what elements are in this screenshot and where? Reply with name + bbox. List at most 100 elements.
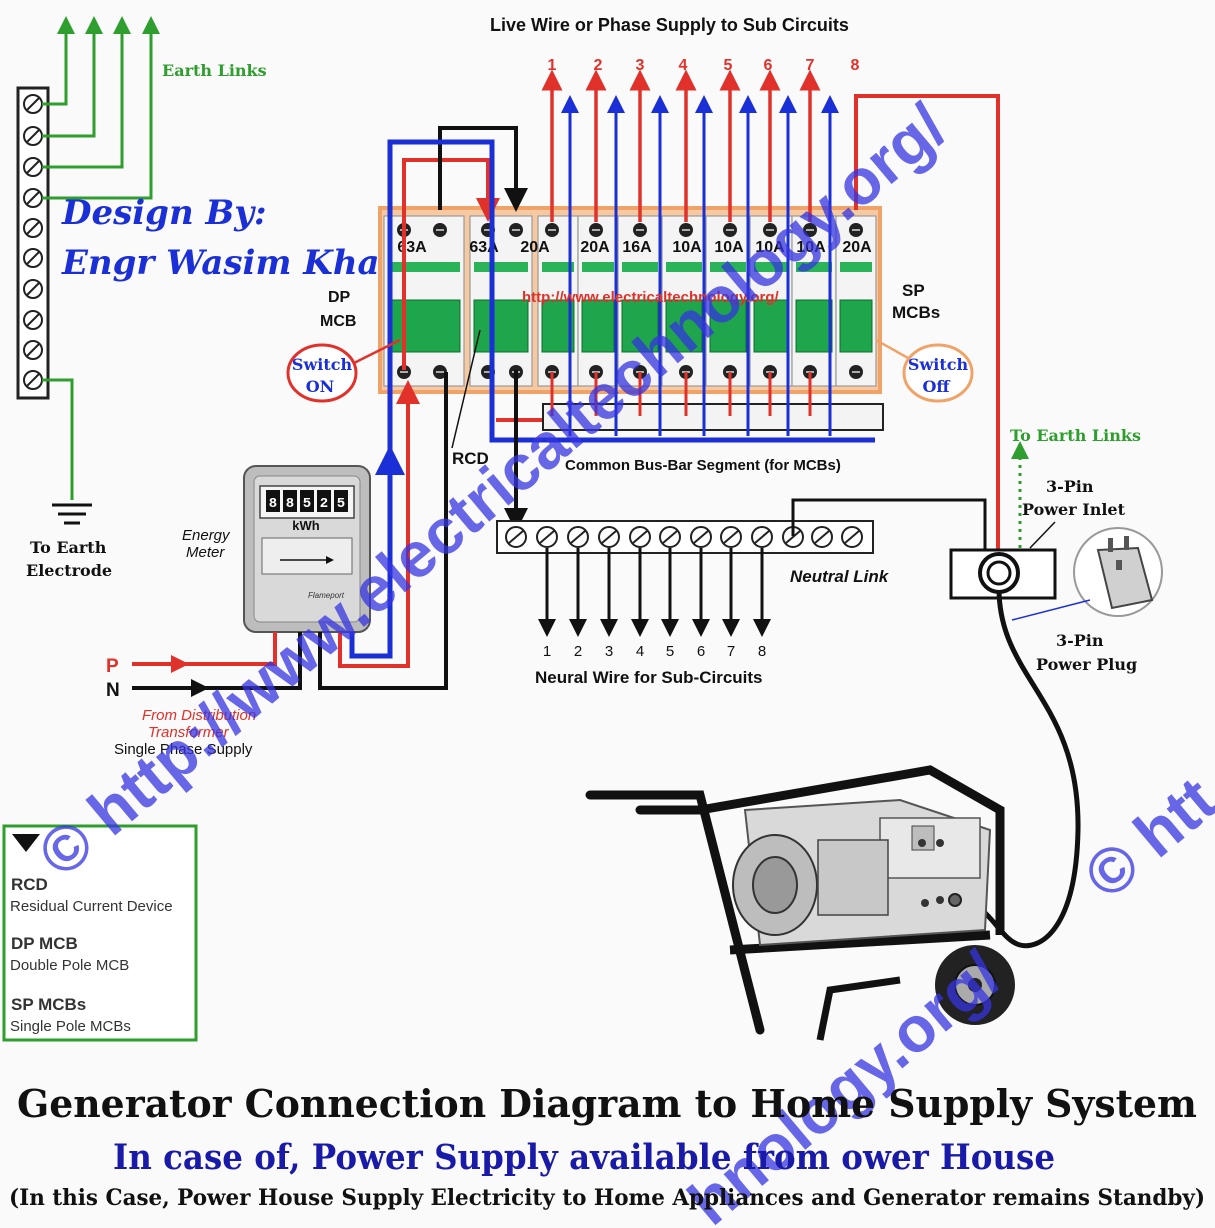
- meter-digit-cell: [317, 490, 331, 512]
- breaker-rating-label: 10A: [672, 239, 702, 256]
- inlet-line1: 3-Pin: [1046, 477, 1094, 496]
- breaker-rating-label: 10A: [796, 239, 826, 256]
- energy-meter-label: Energy Meter: [182, 527, 234, 561]
- neutral-sub-circuits-label: Neural Wire for Sub-Circuits: [535, 668, 763, 687]
- breaker-rating-label: 20A: [580, 239, 610, 256]
- meter-unit: kWh: [292, 518, 320, 533]
- to-earth-line2: Electrode: [26, 561, 112, 580]
- circuit-number-label: 1: [548, 57, 557, 74]
- design-by-label: Design By:: [61, 193, 267, 233]
- neutral-circuit-number: 5: [666, 643, 674, 660]
- neutral-circuit-number: 7: [727, 643, 735, 660]
- plug-line2: Power Plug: [1036, 655, 1137, 674]
- earth-links-label: Earth Links: [162, 61, 267, 80]
- meter-digit-cell: [334, 490, 348, 512]
- earth-link-wires: [42, 16, 160, 500]
- url-red-label: http://www.electricaltechnology.org/: [522, 289, 780, 306]
- legend-box: RCD Residual Current Device DP MCB Doubl…: [2, 824, 198, 1042]
- breaker-module: [661, 215, 707, 387]
- to-earth-electrode-label: To Earth Electrode: [26, 538, 112, 580]
- dp-mcb-line1: DP: [328, 289, 351, 306]
- meter-digit-cell: [283, 490, 297, 512]
- energy-meter-line2: Meter: [186, 544, 225, 561]
- common-busbar: [542, 403, 884, 431]
- neutral-circuit-number: 1: [543, 643, 551, 660]
- meter-digit: 8: [286, 496, 294, 512]
- meter-digit: 5: [337, 496, 345, 512]
- breaker-module: [705, 215, 751, 387]
- sub-circuit-wires: [541, 69, 839, 436]
- meter-digit: 2: [320, 496, 328, 512]
- generator-neutral-wire: [791, 498, 987, 550]
- sp-mcbs-line1: SP: [902, 281, 924, 300]
- power-inlet-label: 3-Pin Power Inlet: [1022, 477, 1126, 519]
- circuit-number-label: 3: [636, 57, 645, 74]
- breaker-module: [383, 215, 465, 387]
- legend-sp-title: SP MCBs: [11, 995, 86, 1014]
- legend-rcd-title: RCD: [11, 875, 48, 894]
- switch-on-line1: Switch: [292, 355, 353, 374]
- watermark-right: © htt: [1071, 763, 1215, 912]
- breaker-module: [835, 215, 877, 387]
- meter-digit: 8: [269, 496, 277, 512]
- footer-note: (In this Case, Power House Supply Electr…: [9, 1185, 1205, 1211]
- to-earth-links-label: To Earth Links: [1010, 426, 1141, 445]
- from-line2: Transformer: [148, 724, 230, 741]
- legend-rcd-desc: Residual Current Device: [10, 898, 173, 915]
- power-inlet: [949, 548, 1057, 600]
- footer-subtitle: In case of, Power Supply available from …: [113, 1137, 1055, 1178]
- circuit-number-label: 6: [764, 57, 773, 74]
- breaker-rating-label: 20A: [520, 239, 550, 256]
- neutral-link-bar: [496, 520, 874, 554]
- switch-off-line2: Off: [922, 377, 950, 396]
- breaker-rating-label: 16A: [622, 239, 652, 256]
- rcd-label: RCD: [452, 449, 489, 468]
- neutral-sub-circuit-wires: 1 2 3 4 5 6 7 8: [538, 548, 771, 660]
- generator-phase-wire: [854, 94, 1000, 550]
- power-plug-label: 3-Pin Power Plug: [1036, 631, 1137, 674]
- generator-icon: [585, 765, 1015, 1041]
- legend-dp-title: DP MCB: [11, 934, 78, 953]
- neutral-circuit-number: 8: [758, 643, 766, 660]
- breaker-module: [469, 215, 533, 387]
- from-line1: From Distribution: [142, 707, 256, 724]
- switch-off-callout: Switch Off: [875, 338, 974, 403]
- busbar-label: Common Bus-Bar Segment (for MCBs): [565, 457, 841, 474]
- power-plug-icon: [1073, 527, 1163, 617]
- breaker-rating-label: 63A: [397, 239, 427, 256]
- meter-digit-cell: [300, 490, 314, 512]
- neutral-link-label: Neutral Link: [790, 567, 890, 586]
- sp-mcbs-label: SP MCBs: [892, 281, 940, 322]
- live-wire-title: Live Wire or Phase Supply to Sub Circuit…: [490, 15, 849, 35]
- circuit-number-label: 4: [679, 57, 688, 74]
- phase-label: P: [106, 656, 119, 677]
- from-distribution-label: From Distribution Transformer: [142, 707, 260, 741]
- neutral-circuit-number: 2: [574, 643, 582, 660]
- legend-dp-desc: Double Pole MCB: [10, 957, 129, 974]
- meter-digit: 5: [303, 496, 311, 512]
- breaker-rating-label: 20A: [842, 239, 872, 256]
- earth-terminal-bar: [16, 86, 50, 400]
- neutral-circuit-number: 3: [605, 643, 613, 660]
- neutral-circuit-number: 4: [636, 643, 644, 660]
- circuit-number-label: 5: [724, 57, 733, 74]
- breaker-module: [577, 215, 619, 387]
- neutral-label: N: [106, 680, 120, 701]
- inlet-line2: Power Inlet: [1022, 500, 1126, 519]
- breaker-rating-label: 10A: [755, 239, 785, 256]
- energy-meter-line1: Energy: [182, 527, 231, 544]
- breaker-module: [617, 215, 663, 387]
- earth-terminal-screws: [23, 94, 43, 390]
- neutral-link-screws: [505, 526, 863, 548]
- neutral-circuit-number: 6: [697, 643, 705, 660]
- ground-symbol-icon: [52, 503, 92, 525]
- plug-line1: 3-Pin: [1056, 631, 1104, 650]
- meter-brand: Flameport: [308, 591, 345, 600]
- sp-mcbs-line2: MCBs: [892, 303, 940, 322]
- breaker-rating-label: 10A: [714, 239, 744, 256]
- circuit-number-label: 8: [851, 57, 860, 74]
